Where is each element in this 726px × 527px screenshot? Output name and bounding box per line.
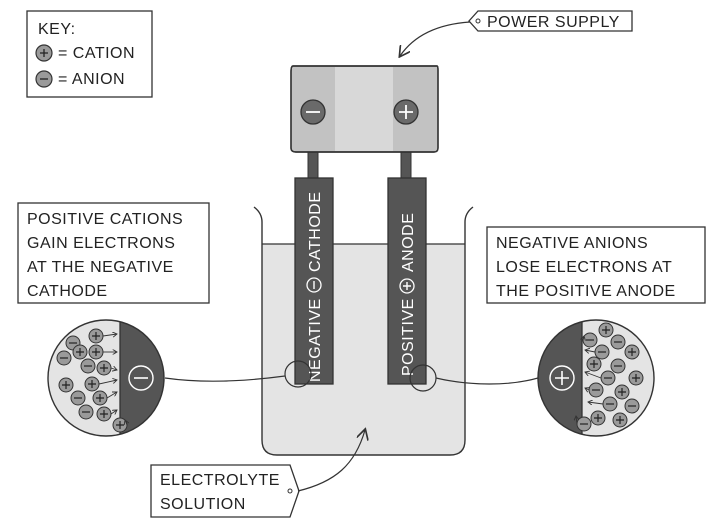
key-title: KEY:	[38, 21, 76, 38]
cation-icon	[58, 377, 74, 393]
electrolyte-line-2: SOLUTION	[160, 496, 246, 513]
anion-icon	[585, 344, 610, 360]
anion-icon	[56, 350, 72, 366]
anode-note-line-2: LOSE ELECTRONS AT	[496, 259, 672, 276]
anion-icon	[610, 358, 626, 374]
cation-icon	[112, 417, 127, 433]
anion-key-label: = ANION	[58, 71, 125, 88]
anode-plus-symbol	[399, 278, 415, 294]
cation-icon	[88, 328, 117, 344]
cathode-note-line-4: CATHODE	[27, 283, 108, 300]
anion-icon	[585, 370, 616, 386]
anode-word-anode: ANODE	[400, 213, 417, 272]
cathode-zoom-circle	[47, 319, 165, 437]
cathode-note-line-3: AT THE NEGATIVE	[27, 259, 174, 276]
beaker	[253, 206, 474, 456]
anion-icon	[80, 358, 96, 374]
anion-icon	[588, 396, 618, 412]
cation-icon	[96, 406, 117, 422]
negative-terminal	[300, 99, 326, 125]
anion-icon	[583, 332, 598, 348]
anode-electrode: POSITIVE ANODE	[387, 177, 427, 385]
cation-icon	[614, 384, 630, 400]
cathode-word-negative: NEGATIVE	[307, 298, 324, 382]
cation-icon	[88, 344, 117, 360]
anode-note-box: NEGATIVE ANIONS LOSE ELECTRONS AT THE PO…	[486, 226, 706, 304]
cathode-electrode: NEGATIVE CATHODE	[294, 177, 334, 385]
key-box: KEY: = CATION = ANION	[26, 10, 153, 98]
cation-icon	[96, 360, 117, 376]
cathode-zoom-electrode-symbol	[128, 365, 154, 391]
anode-zoom-line	[435, 377, 539, 385]
cation-icon	[624, 344, 640, 360]
anion-icon	[78, 404, 94, 420]
cation-icon	[84, 376, 117, 392]
cation-key-label: = CATION	[58, 45, 135, 62]
electrolyte-tag: ELECTROLYTE SOLUTION	[150, 464, 300, 518]
cathode-zoom-line	[164, 375, 286, 382]
cathode-word-cathode: CATHODE	[307, 191, 324, 272]
cathode-minus-symbol	[306, 277, 322, 293]
anode-zoom-electrode-symbol	[549, 365, 575, 391]
cation-icon	[586, 356, 602, 372]
cathode-zoom-ions	[56, 328, 127, 433]
electrolyte-line-1: ELECTROLYTE	[160, 472, 280, 489]
anode-note-line-3: THE POSITIVE ANODE	[496, 283, 676, 300]
power-supply-arrow	[400, 21, 471, 56]
anion-icon	[610, 334, 626, 350]
cathode-zoom-marker	[284, 360, 312, 388]
anode-zoom-ions	[576, 322, 644, 432]
cation-icon	[92, 390, 117, 406]
cation-key-icon	[35, 44, 53, 62]
anion-icon	[624, 398, 640, 414]
cation-icon	[72, 344, 88, 360]
power-supply	[290, 65, 439, 153]
anion-icon	[585, 382, 604, 398]
electrolyte-solution	[262, 244, 465, 455]
electrolyte-arrow	[297, 430, 365, 492]
positive-terminal	[393, 99, 419, 125]
anion-icon	[70, 390, 86, 406]
cathode-note-line-1: POSITIVE CATIONS	[27, 211, 183, 228]
cation-icon	[612, 412, 628, 428]
cation-icon	[598, 322, 614, 338]
anode-zoom-circle	[537, 319, 655, 437]
cation-icon	[590, 410, 606, 426]
anion-key-icon	[35, 70, 53, 88]
cathode-note-line-2: GAIN ELECTRONS	[27, 235, 175, 252]
anode-note-line-1: NEGATIVE ANIONS	[496, 235, 648, 252]
power-supply-tag: POWER SUPPLY	[468, 10, 633, 32]
anode-word-positive: POSITIVE	[400, 298, 417, 376]
power-supply-label: POWER SUPPLY	[487, 14, 620, 31]
cation-icon	[628, 370, 644, 386]
cathode-note-box: POSITIVE CATIONS GAIN ELECTRONS AT THE N…	[17, 202, 210, 304]
anion-icon	[576, 416, 592, 432]
